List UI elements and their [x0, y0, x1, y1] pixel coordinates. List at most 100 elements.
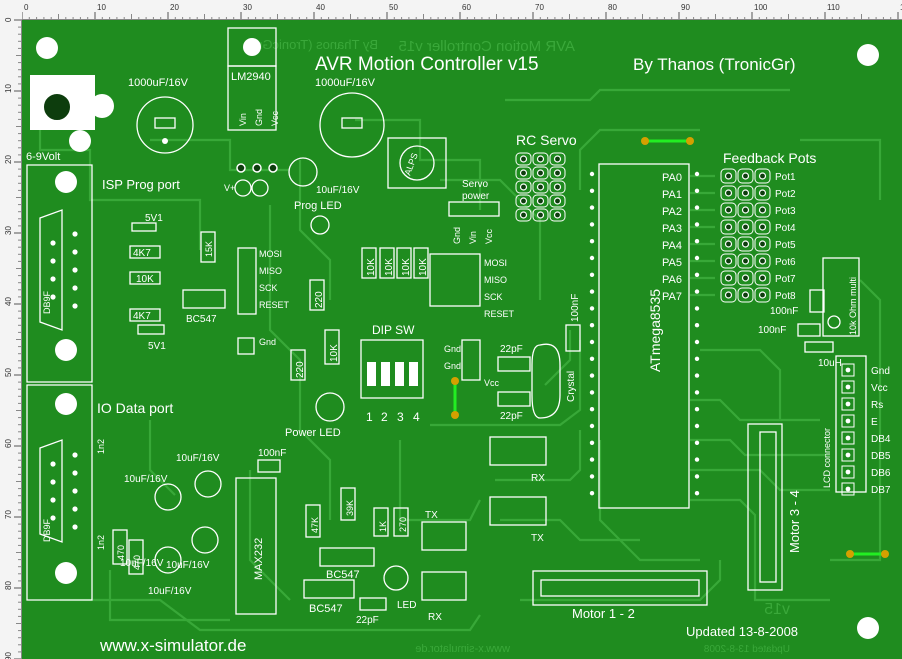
mcu-pin-right[interactable] [694, 457, 700, 462]
connector-vplus-a[interactable] [234, 179, 252, 197]
fuse-alps[interactable] [387, 137, 447, 189]
io-section[interactable]: IO Data port DB9F 1n2 1n2 470 470 10uF/1… [26, 384, 467, 626]
mcu-chip[interactable] [598, 163, 690, 509]
io-rx-header[interactable] [421, 571, 467, 601]
isp-bc547[interactable] [182, 289, 226, 309]
mcu-pin-right[interactable] [694, 205, 700, 210]
pcb-canvas[interactable]: AVR Motion Controller v15 By Thanos (Tro… [22, 20, 902, 659]
mcu-pin-left[interactable] [589, 423, 595, 429]
io-led[interactable] [383, 565, 409, 591]
mcu-pin-left[interactable] [589, 390, 595, 395]
rc-servo-section[interactable]: RC Servo [515, 132, 577, 222]
pot-pin[interactable] [724, 240, 733, 248]
mcu-pin-right[interactable] [694, 323, 700, 328]
reg-pad-2[interactable] [252, 163, 262, 173]
mcu-pin-right[interactable] [694, 440, 700, 445]
pcb-board[interactable]: AVR Motion Controller v15 By Thanos (Tro… [22, 20, 902, 659]
dip-switch-1[interactable] [367, 362, 376, 386]
io-resistor-270[interactable] [393, 507, 409, 537]
resistor-220-b[interactable] [309, 279, 325, 311]
mcu-pin-left[interactable] [589, 188, 595, 193]
mcu-pin-left[interactable] [589, 474, 595, 479]
io-cap-22pf[interactable] [359, 597, 387, 611]
io-resistor-470-b[interactable] [128, 539, 144, 575]
mcu-pin-left[interactable] [589, 323, 595, 328]
pot-pin[interactable] [724, 172, 733, 180]
mcu-pin-left[interactable] [589, 306, 595, 311]
cap-10uf[interactable] [288, 157, 318, 187]
pot-pin[interactable] [724, 206, 733, 214]
lcd-pin[interactable] [845, 384, 851, 390]
pot-pin[interactable] [758, 189, 767, 197]
feedback-pots-section[interactable]: Feedback Pots Pot1Pot2Pot3Pot4Pot5Pot6Po… [720, 150, 860, 369]
db9-pin[interactable] [50, 479, 56, 485]
trimmer-pot[interactable] [822, 257, 860, 337]
pot-pin[interactable] [758, 240, 767, 248]
prog-jumper-block[interactable] [429, 253, 481, 307]
rc-servo-pin[interactable] [553, 211, 562, 219]
resistor-220-a[interactable] [290, 349, 306, 381]
resistor-10k-2[interactable] [379, 247, 395, 279]
mcu-pin-left[interactable] [589, 222, 595, 227]
isp-resistor-10k[interactable] [129, 271, 161, 285]
mcu-pin-left[interactable] [589, 205, 595, 210]
mcu-pin-right[interactable] [694, 491, 700, 496]
db9-pin[interactable] [50, 497, 56, 503]
lcd-pin[interactable] [845, 367, 851, 373]
mcu-pin-left[interactable] [589, 272, 595, 277]
db9-pin[interactable] [72, 231, 78, 237]
mcu-pin-right[interactable] [694, 188, 700, 193]
pot-cap-100nf-a[interactable] [809, 289, 825, 313]
mcu-pin-right[interactable] [694, 272, 700, 277]
pot-pin[interactable] [758, 274, 767, 282]
motor-34-connector[interactable] [747, 423, 783, 591]
isp-db9-pins[interactable] [50, 231, 78, 309]
mcu-pin-right[interactable] [694, 289, 700, 294]
rc-servo-pin[interactable] [519, 169, 528, 177]
reg-pad-1[interactable] [236, 163, 246, 173]
motors-section[interactable]: Motor 3 - 4 Motor 1 - 2 [532, 423, 802, 621]
rc-servo-pin[interactable] [536, 211, 545, 219]
resistor-10k-3[interactable] [396, 247, 412, 279]
db9-pin[interactable] [50, 515, 56, 521]
pot-pin[interactable] [741, 291, 750, 299]
dip-switch[interactable] [360, 339, 424, 399]
io-resistor-47k[interactable] [305, 504, 321, 538]
pot-pin[interactable] [741, 240, 750, 248]
db9-pin[interactable] [50, 258, 56, 264]
db9-pin[interactable] [50, 240, 56, 246]
pot-pin[interactable] [758, 257, 767, 265]
lcd-pin[interactable] [845, 435, 851, 441]
db9-pin[interactable] [72, 267, 78, 273]
resistor-10k-4[interactable] [413, 247, 429, 279]
io-resistor-470-a[interactable] [112, 529, 128, 565]
mcu-pin-right[interactable] [694, 339, 700, 345]
mcu-pin-left[interactable] [589, 171, 595, 177]
pot-pin[interactable] [741, 257, 750, 265]
pot-pin[interactable] [758, 172, 767, 180]
jumpers[interactable] [451, 137, 889, 558]
power-led[interactable] [315, 392, 345, 422]
db9-pin[interactable] [72, 249, 78, 255]
isp-section[interactable]: ISP Prog port DB9F 5V1 4K7 10K 4K7 5V1 1… [26, 164, 342, 383]
pot-pin[interactable] [741, 223, 750, 231]
rc-servo-pin[interactable] [536, 155, 545, 163]
isp-gnd-pad[interactable] [237, 337, 255, 355]
mcu-pin-left[interactable] [589, 289, 595, 294]
lcd-pin[interactable] [845, 452, 851, 458]
mcu-pin-right[interactable] [694, 373, 700, 378]
mcu-pin-left[interactable] [589, 239, 595, 244]
dip-switch-3[interactable] [395, 362, 404, 386]
pot-pin[interactable] [741, 206, 750, 214]
mcu-pins[interactable] [589, 171, 700, 496]
crystal[interactable] [531, 343, 561, 419]
lcd-pin[interactable] [845, 418, 851, 424]
dip-switch-4[interactable] [409, 362, 418, 386]
rc-servo-pin[interactable] [553, 183, 562, 191]
mcu-pin-left[interactable] [589, 339, 595, 345]
io-cap-b[interactable] [194, 470, 222, 498]
power-jack-pin[interactable] [42, 92, 72, 122]
rc-servo-pin[interactable] [553, 169, 562, 177]
